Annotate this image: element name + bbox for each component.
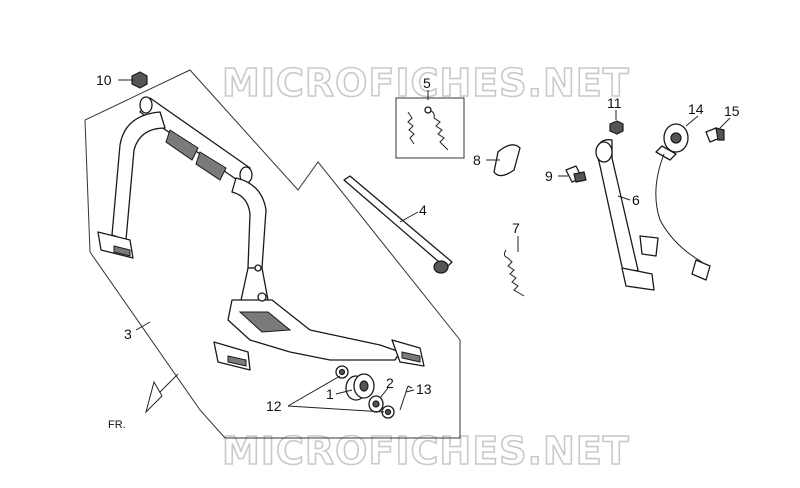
- callout-4: 4: [419, 202, 427, 218]
- callout-3: 3: [124, 326, 132, 342]
- bushing-1[interactable]: [345, 373, 375, 401]
- callout-12: 12: [266, 398, 282, 414]
- bolt-15[interactable]: [705, 127, 725, 143]
- leader-lines: [118, 79, 731, 413]
- spring-5[interactable]: [407, 106, 449, 151]
- plate-8[interactable]: [493, 144, 521, 177]
- main-stand-group-outline: [84, 69, 461, 439]
- spring-box-5: [395, 97, 465, 159]
- watermark-bottom: MICROFICHES.NET: [222, 429, 630, 473]
- callout-14: 14: [688, 101, 704, 117]
- callout-10: 10: [96, 72, 112, 88]
- pivot-shaft-4[interactable]: [343, 175, 453, 274]
- side-stand-6[interactable]: [595, 139, 659, 291]
- callout-11: 11: [607, 95, 622, 111]
- collar-2[interactable]: [368, 395, 384, 413]
- callout-5: 5: [423, 75, 431, 91]
- callout-7: 7: [512, 220, 520, 236]
- washer-12-top[interactable]: [335, 365, 349, 379]
- callout-15: 15: [724, 103, 740, 119]
- main-stand[interactable]: [97, 96, 425, 371]
- side-stand-switch-14[interactable]: [655, 123, 711, 281]
- callout-6: 6: [632, 192, 640, 208]
- callout-9: 9: [545, 168, 553, 184]
- bolt-9[interactable]: [565, 165, 587, 183]
- callout-2: 2: [386, 375, 394, 391]
- pin-13[interactable]: [399, 385, 413, 411]
- callout-1: 1: [326, 386, 334, 402]
- direction-arrow-icon: [145, 373, 179, 414]
- nut-11[interactable]: [609, 120, 624, 135]
- callout-8: 8: [473, 152, 481, 168]
- nut-10[interactable]: [131, 71, 148, 89]
- spring-7[interactable]: [503, 249, 525, 297]
- direction-label: FR.: [108, 419, 126, 431]
- callout-13: 13: [416, 381, 432, 397]
